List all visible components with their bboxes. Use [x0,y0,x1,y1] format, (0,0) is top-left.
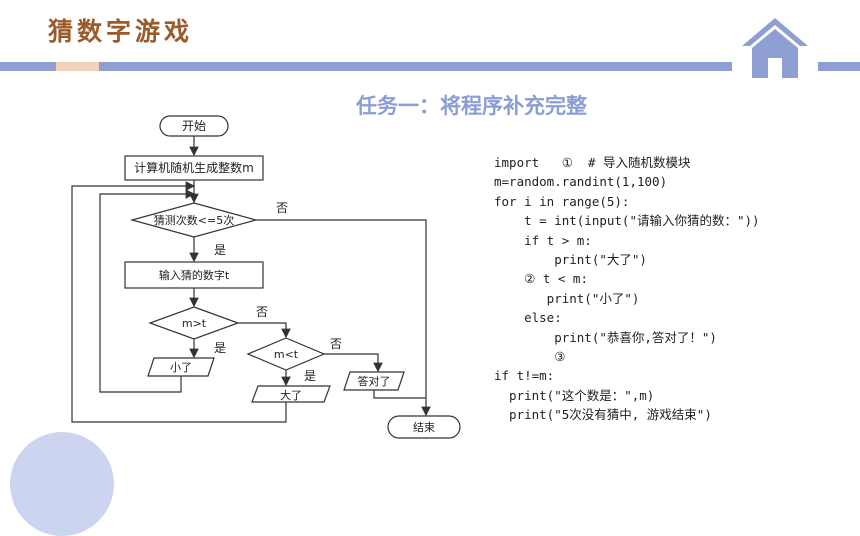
home-icon[interactable] [740,16,810,80]
header-bar-accent [56,62,99,71]
header-bar-right [818,62,860,71]
big-output-label: 大了 [280,388,302,402]
loop-condition-label: 猜测次数<=5次 [154,213,234,227]
correct-output-node [343,371,405,391]
code-line: if t!=m: [494,368,555,384]
lt-yes-label: 是 [304,369,316,383]
page-title: 猜数字游戏 [48,17,194,46]
code-line: ③ [494,349,566,365]
correct-output-label: 答对了 [358,374,391,388]
small-output-label: 小了 [170,361,192,374]
generate-label: 计算机随机生成整数m [134,160,254,175]
gt-yes-label: 是 [214,341,226,355]
cond-lt-label: m<t [274,348,299,361]
code-line: for i in range(5): [494,193,630,209]
lt-no-label: 否 [330,337,342,351]
big-output-node [251,385,331,403]
code-line: print("小了") [494,290,640,306]
cond-gt-label: m>t [182,317,207,330]
code-block: import ① # 导入随机数模块 m=random.randint(1,100… [494,153,760,425]
loop-no-label: 否 [276,201,288,215]
input-node [124,261,264,289]
header-bar [0,62,732,71]
code-line: print("恭喜你,答对了！") [494,329,717,345]
code-line: ② t < m: [494,271,588,287]
start-label: 开始 [182,119,206,133]
decorative-circle [10,432,114,536]
code-line: print("5次没有猜中, 游戏结束") [494,407,712,423]
code-line: t = int(input("请输入你猜的数：")) [494,213,760,229]
code-line: print("这个数是：",m) [494,387,655,403]
input-label: 输入猜的数字t [159,268,230,282]
code-line: if t > m: [494,232,592,248]
code-line: import ① # 导入随机数模块 [494,155,691,170]
end-label: 结束 [413,421,435,434]
loop-yes-label: 是 [214,243,226,257]
code-line: m=random.randint(1,100) [494,174,668,190]
task-title: 任务一：将程序补充完整 [356,94,587,118]
flowchart: 开始 计算机随机生成整数m 猜测次数<=5次 否 是 输入猜的数字t m>t 否… [71,115,461,439]
gt-no-label: 否 [256,305,268,319]
code-line: print("大了") [494,252,647,268]
code-line: else: [494,310,562,326]
